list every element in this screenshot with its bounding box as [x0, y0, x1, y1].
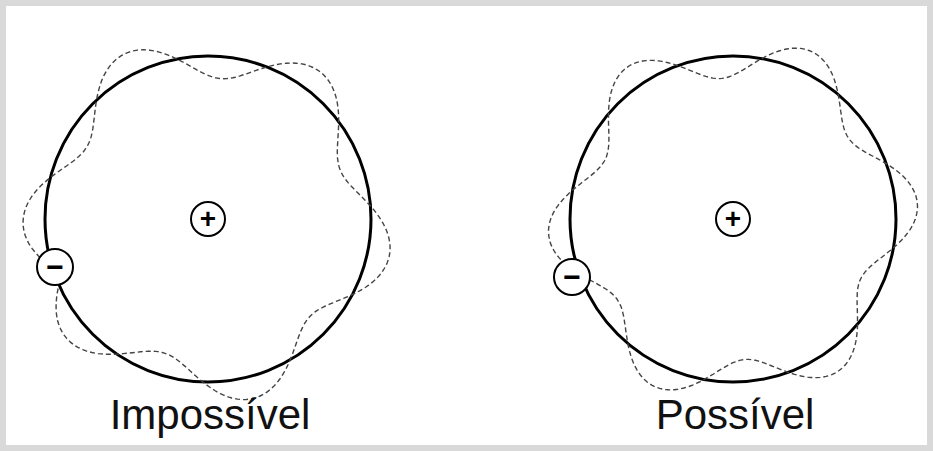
caption-label: Impossível	[110, 392, 311, 438]
nucleus-symbol: +	[715, 201, 751, 237]
electron-symbol: −	[553, 258, 591, 296]
standing-wave	[549, 48, 918, 390]
orbit-circle	[45, 56, 371, 382]
orbit-circle	[570, 56, 896, 382]
charge-sign: +	[725, 205, 741, 233]
standing-wave	[23, 50, 390, 400]
nucleus-symbol: +	[190, 201, 226, 237]
charge-sign: −	[563, 262, 581, 292]
caption-label: Possível	[656, 392, 815, 438]
charge-sign: −	[46, 252, 64, 282]
electron-symbol: −	[36, 248, 74, 286]
charge-sign: +	[200, 205, 216, 233]
